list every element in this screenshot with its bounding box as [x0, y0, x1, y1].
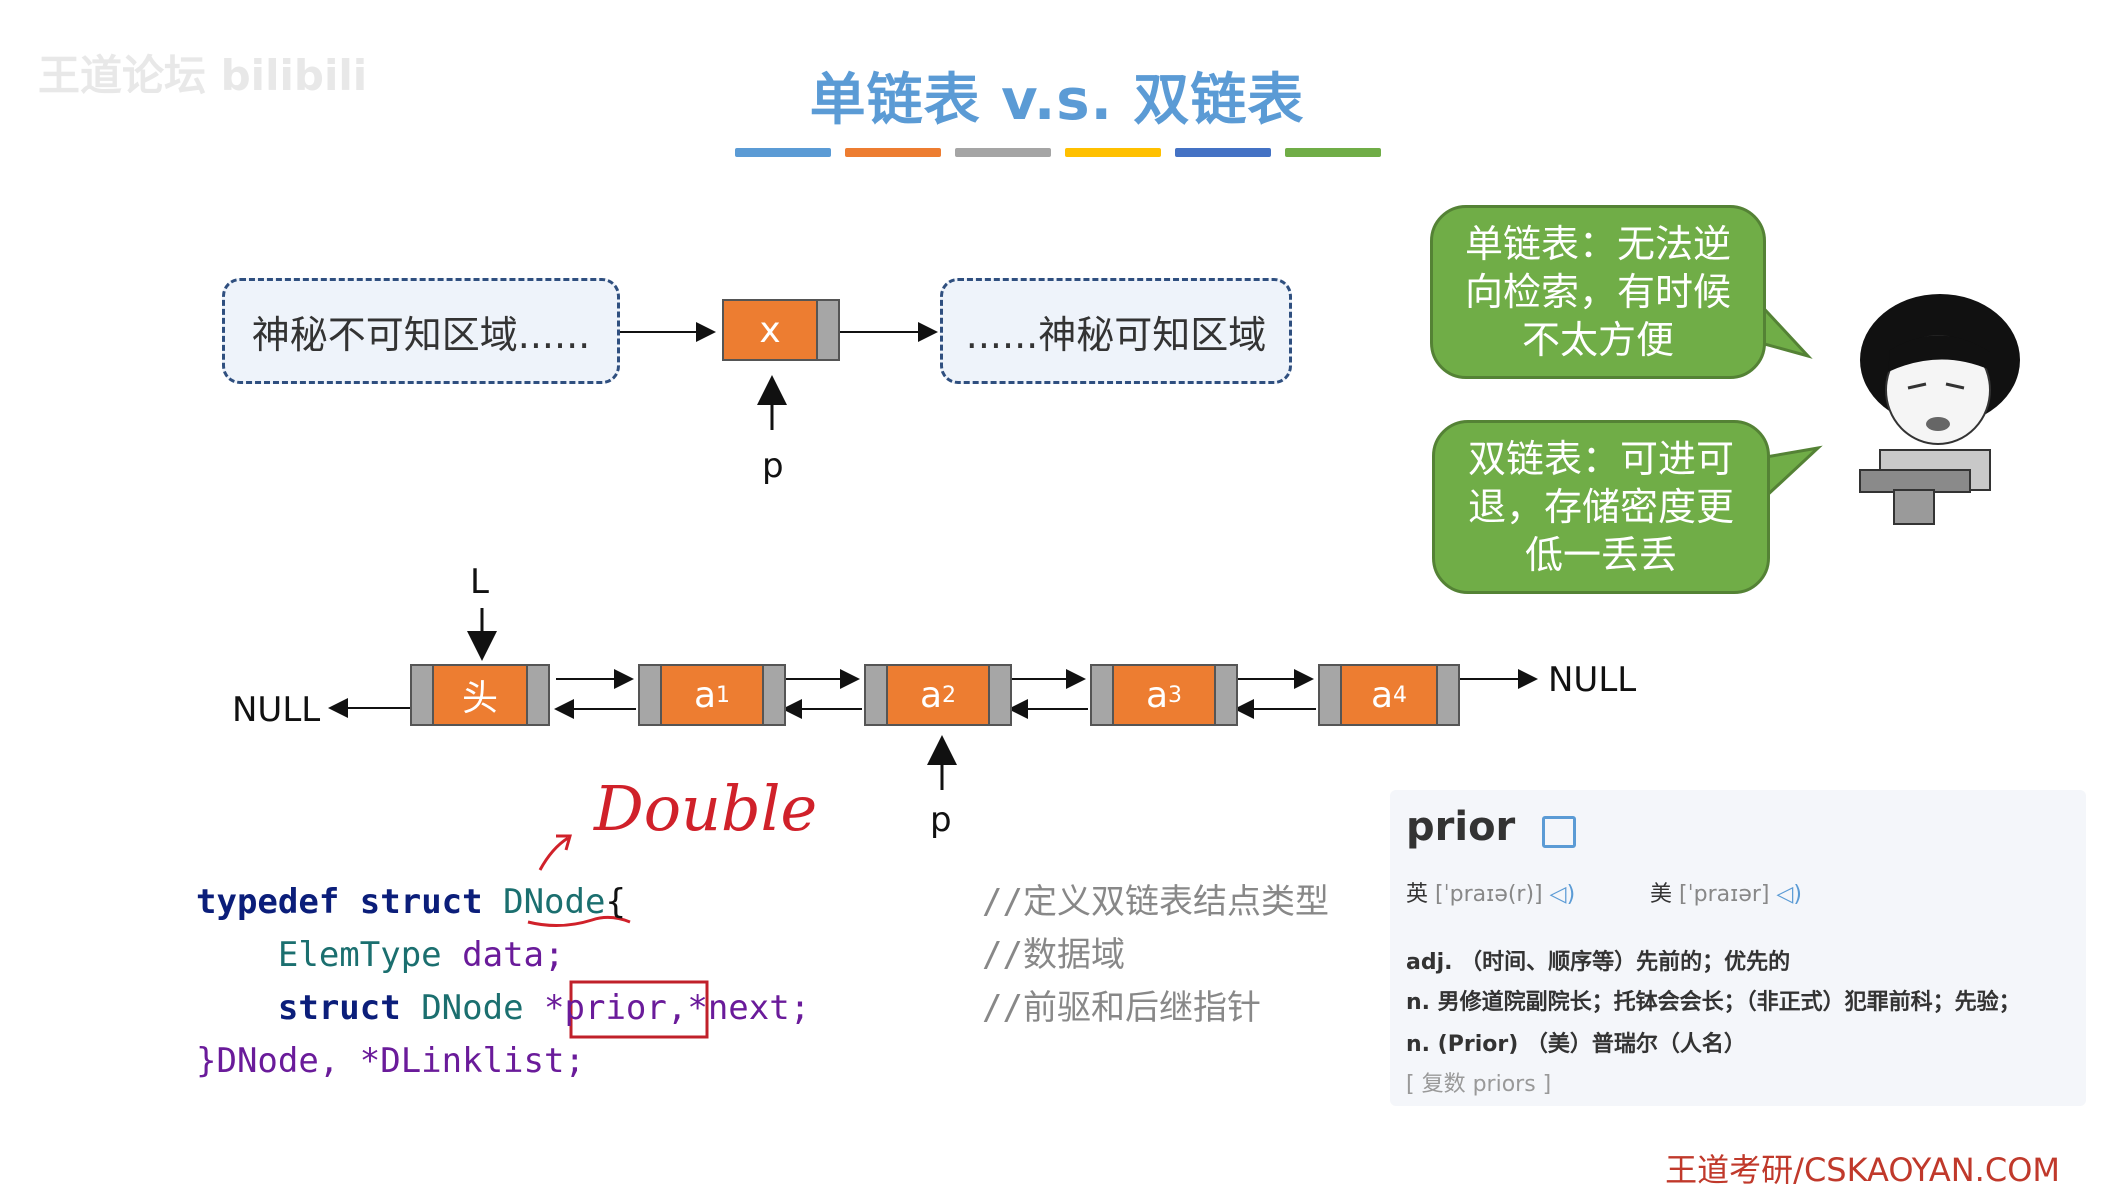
node-next: [1214, 664, 1238, 726]
node-prior: [1090, 664, 1114, 726]
code-field-prior: *prior: [544, 988, 667, 1028]
code-line: struct DNode *prior,*next;: [196, 982, 810, 1035]
node-subscript: 4: [1393, 682, 1408, 708]
head-pointer-L: L: [470, 562, 489, 602]
code-brace: {: [605, 882, 626, 922]
add-wordbook-icon[interactable]: [1542, 816, 1576, 848]
code-comment: //定义双链表结点类型: [982, 882, 1329, 922]
node-prior: [864, 664, 888, 726]
known-region: ......神秘可知区域: [940, 278, 1292, 384]
color-bar: [1175, 148, 1271, 157]
dict-word: prior: [1406, 804, 1516, 850]
code-keyword: struct: [277, 988, 401, 1028]
code-comment: //前驱和后继指针: [982, 988, 1261, 1028]
node-prior: [1318, 664, 1342, 726]
code-type: DNode: [503, 882, 606, 922]
code-keyword: struct: [359, 882, 483, 922]
code-type: ElemType: [277, 935, 442, 975]
head-node-data: 头: [434, 664, 526, 726]
speaker-icon[interactable]: ◁): [1776, 882, 1802, 907]
bubble-line: 向检索，有时候: [1464, 270, 1731, 314]
color-bar: [955, 148, 1051, 157]
node-subscript: 2: [942, 682, 957, 708]
bubble-line: 低一丢丢: [1524, 533, 1677, 577]
unknown-region: 神秘不可知区域......: [222, 278, 620, 384]
node-subscript: 3: [1168, 682, 1183, 708]
bubble-line: 退，存储密度更: [1467, 485, 1734, 529]
watermark: 王道论坛 bilibili: [38, 51, 368, 100]
dict-def: adj. （时间、顺序等）先前的；优先的: [1406, 950, 1791, 975]
dict-uk-phonetic: [ˈpraɪə(r)]: [1435, 882, 1543, 907]
code-field: ,*next;: [666, 988, 811, 1028]
node-next: [1436, 664, 1460, 726]
color-bar: [735, 148, 831, 157]
dict-def: n. 男修道院副院长；托钵会会长；（非正式）犯罪前科；先验；: [1406, 990, 2021, 1015]
node-next: [762, 664, 786, 726]
page-title: 单链表 v.s. 双链表: [809, 68, 1305, 133]
code-block: typedef struct DNode{ ElemType data; str…: [196, 876, 810, 1088]
head-node-prior: [410, 664, 434, 726]
node-label: a: [1370, 674, 1394, 716]
footer-brand: 王道考研/CSKAOYAN.COM: [1665, 1151, 2060, 1189]
head-node-next: [526, 664, 550, 726]
code-line: }DNode, *DLinklist;: [196, 1035, 810, 1088]
pointer-p-double: p: [930, 800, 952, 840]
code-line: typedef struct DNode{: [196, 876, 810, 929]
meme-character-icon: [1859, 294, 2020, 525]
speaker-icon[interactable]: ◁): [1549, 882, 1576, 907]
code-comments: //定义双链表结点类型 //数据域 //前驱和后继指针: [982, 876, 1329, 1035]
dict-us-phonetic: [ˈpraɪər]: [1679, 882, 1770, 907]
node-label: a: [1145, 674, 1169, 716]
head-node: 头: [410, 664, 550, 726]
node-label: a: [693, 674, 717, 716]
code-line: ElemType data;: [196, 929, 810, 982]
color-bar: [845, 148, 941, 157]
code-type: DNode: [421, 988, 524, 1028]
color-bars: [735, 148, 1381, 157]
dict-plural: [ 复数 priors ]: [1406, 1072, 1552, 1097]
null-left: NULL: [232, 690, 321, 730]
dictionary-panel: prior 英 [ˈpraɪə(r)] ◁) 美 [ˈpraɪər] ◁) ad…: [1390, 790, 2086, 1106]
node-x-next: [816, 299, 840, 361]
code-keyword: typedef: [196, 882, 340, 922]
dict-def: n. (Prior) （美）普瑞尔（人名）: [1406, 1032, 1746, 1057]
code-field: data;: [441, 935, 565, 975]
null-right: NULL: [1548, 660, 1637, 700]
color-bar: [1285, 148, 1381, 157]
dict-us: 美 [ˈpraɪər] ◁): [1650, 876, 1802, 908]
node-prior: [638, 664, 662, 726]
node-x: x: [722, 299, 840, 361]
speech-bubble-double: 双链表：可进可 退，存储密度更 低一丢丢: [1432, 420, 1770, 594]
bubble-line: 双链表：可进可: [1467, 437, 1734, 481]
code-comment: //数据域: [982, 935, 1125, 975]
bubble-line: 不太方便: [1521, 318, 1674, 362]
node-x-data: x: [722, 299, 816, 361]
node-label: a: [919, 674, 943, 716]
handwritten-annotation: Double: [594, 772, 818, 845]
speech-bubble-single: 单链表：无法逆 向检索，有时候 不太方便: [1430, 205, 1766, 379]
code-typedef-end: }DNode, *DLinklist;: [196, 1041, 585, 1081]
color-bar: [1065, 148, 1161, 157]
node-subscript: 1: [716, 682, 731, 708]
pointer-p-single: p: [762, 446, 784, 486]
dict-uk: 英 [ˈpraɪə(r)] ◁): [1406, 876, 1575, 908]
node-next: [988, 664, 1012, 726]
dict-us-label: 美: [1650, 882, 1673, 907]
dict-uk-label: 英: [1406, 882, 1429, 907]
bubble-line: 单链表：无法逆: [1464, 222, 1731, 266]
